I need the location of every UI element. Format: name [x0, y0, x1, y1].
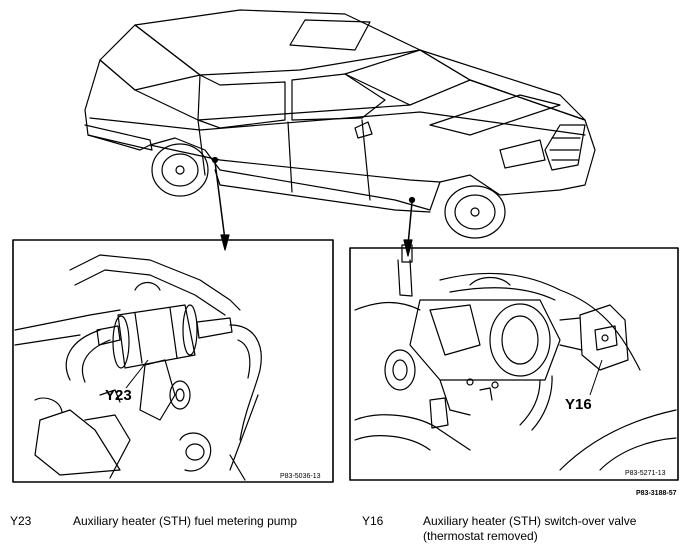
detail-panel-left [12, 239, 334, 483]
detail-code-right: P83-5271-13 [625, 470, 666, 477]
legend-code: Y23 [10, 514, 32, 528]
legend-description-line2: (thermostat removed) [423, 529, 538, 543]
callout-y16: Y16 [565, 396, 592, 413]
legend-description: Auxiliary heater (STH) fuel metering pum… [73, 514, 298, 528]
legend-entry-y16: Y16 Auxiliary heater (STH) switch-over v… [362, 514, 682, 546]
detail-code-left: P83-5036-13 [280, 473, 321, 480]
callout-y23: Y23 [105, 387, 132, 404]
legend-code: Y16 [362, 514, 384, 528]
figure-code: P83-3188-57 [636, 490, 677, 497]
legend-entry-y23: Y23 Auxiliary heater (STH) fuel metering… [10, 514, 340, 544]
diagram-figure: Y23 Y16 P83-5036-13 P83-5271-13 P83-3188… [12, 9, 679, 497]
car-illustration [84, 9, 596, 239]
pointer-lines [214, 161, 413, 257]
detail-panel-right [349, 244, 679, 481]
legend-description: Auxiliary heater (STH) switch-over valve [423, 514, 637, 528]
